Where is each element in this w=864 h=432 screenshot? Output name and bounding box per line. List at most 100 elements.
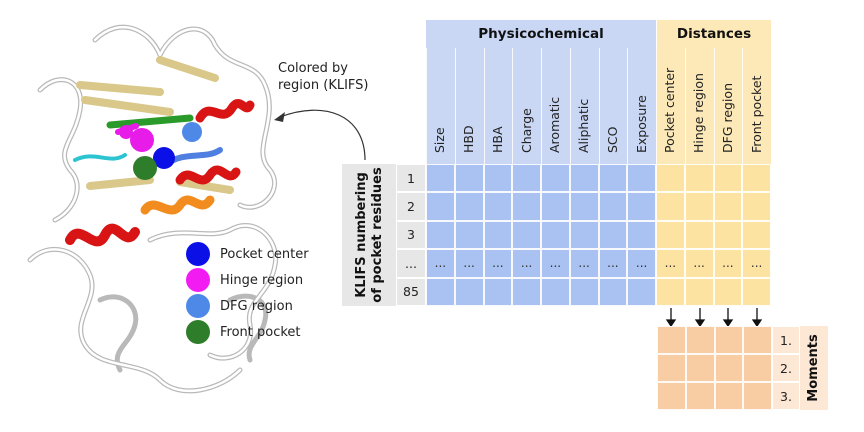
column-header-cell [713,48,743,164]
row-title: KLIFS numbering of pocket residues [354,165,386,305]
grid-cell [598,164,628,193]
moment-cell [685,382,715,410]
legend-label: Hinge region [220,272,304,288]
grid-cell [713,249,743,278]
grid-cell [742,277,771,306]
grid-cell [512,192,541,221]
legend-label: Pocket center [220,246,309,262]
column-header-cell [541,48,570,164]
grid-cell [627,277,656,306]
column-label: Front pocket [748,75,764,153]
grid-cell [426,220,455,250]
grid-cell [684,164,714,193]
moment-cell [685,354,715,382]
legend-item-hinge-region: Hinge region [186,268,303,292]
moment-label: 3. [780,388,792,404]
legend-label: Front pocket [220,324,301,340]
moment-label-cell [772,326,800,354]
moment-label: 1. [780,332,792,348]
grid-cell [569,164,599,193]
grid-cell [512,277,541,306]
grid-cell [454,249,484,278]
grid-cell [656,164,685,193]
ellipsis-cell-text: ... [463,256,475,271]
annotation-arrow [274,109,366,161]
row-label: 1 [407,170,415,186]
moment-cell [657,382,686,410]
grid-cell [627,220,656,250]
row-label: 85 [403,284,419,300]
grid-cell [569,220,599,250]
column-label: SCO [604,126,620,153]
grid-cell [541,277,570,306]
legend-item-pocket-center: Pocket center [186,242,309,266]
column-header-cell [426,48,455,164]
column-label: Pocket center [662,67,678,153]
ellipsis-cell-text: ... [750,256,763,271]
column-label: Aromatic [547,96,563,153]
grid-cell [483,164,513,193]
physicochemical-header: Physicochemical [426,20,656,48]
grid-cell [684,192,714,221]
row-title-panel [342,164,396,306]
grid-cell [512,249,541,278]
grid-cell [569,277,599,306]
grid-cell [454,192,484,221]
grid-cell [598,220,628,250]
grid-cell [713,277,743,306]
row-label-cell [396,249,426,278]
column-label: DFG region [719,82,735,153]
grid-cell [426,249,455,278]
moment-cell [657,326,686,354]
moment-label-cell [772,354,800,382]
ellipsis-cell-text: ... [434,256,447,271]
column-label: HBA [489,126,505,153]
row-title-line-2: of pocket residues [370,167,385,303]
grid-cell [541,249,570,278]
ellipsis-cell-text: ... [664,256,677,271]
moment-cell [714,382,744,410]
row-label-cell [396,220,426,250]
column-label: Charge [518,108,534,153]
grid-cell [483,192,513,221]
column-header-cell [684,48,714,164]
moments-title-panel [800,326,828,410]
grid-cell [627,164,656,193]
grid-cell [454,220,484,250]
grid-cell [426,277,455,306]
column-header-cell [656,48,685,164]
ellipsis-cell-text: ... [693,256,705,271]
row-label-cell [396,277,426,306]
legend-item-front-pocket: Front pocket [186,320,301,344]
ellipsis-cell-text: ... [520,256,533,271]
grid-cell [569,192,599,221]
grid-cell [598,192,628,221]
grid-cell [598,277,628,306]
column-header-cell [512,48,541,164]
grid-cell [713,220,743,250]
grid-cell [656,220,685,250]
grid-cell [742,220,771,250]
grid-cell [656,192,685,221]
moment-cell [743,382,772,410]
moment-cell [714,354,744,382]
column-label: Hinge region [691,73,707,153]
moment-label: 2. [780,360,792,376]
grid-cell [656,277,685,306]
ellipsis-cell-text: ... [492,256,504,271]
ellipsis-cell-text: ... [722,256,734,271]
grid-cell [656,249,685,278]
grid-cell [512,164,541,193]
pocket-center-swatch [186,242,210,266]
grid-cell [426,164,455,193]
row-title-line-1: KLIFS numbering [354,172,369,298]
ellipsis-cell-text: ... [578,256,590,271]
distance-to-moment-arrows [665,308,763,328]
ellipsis-cell-text: ... [607,256,619,271]
grid-cell [742,192,771,221]
grid-cell [512,220,541,250]
dfg-region-swatch [186,294,210,318]
moment-cell [685,326,715,354]
moments-title: Moments [806,334,821,402]
grid-cell [483,277,513,306]
